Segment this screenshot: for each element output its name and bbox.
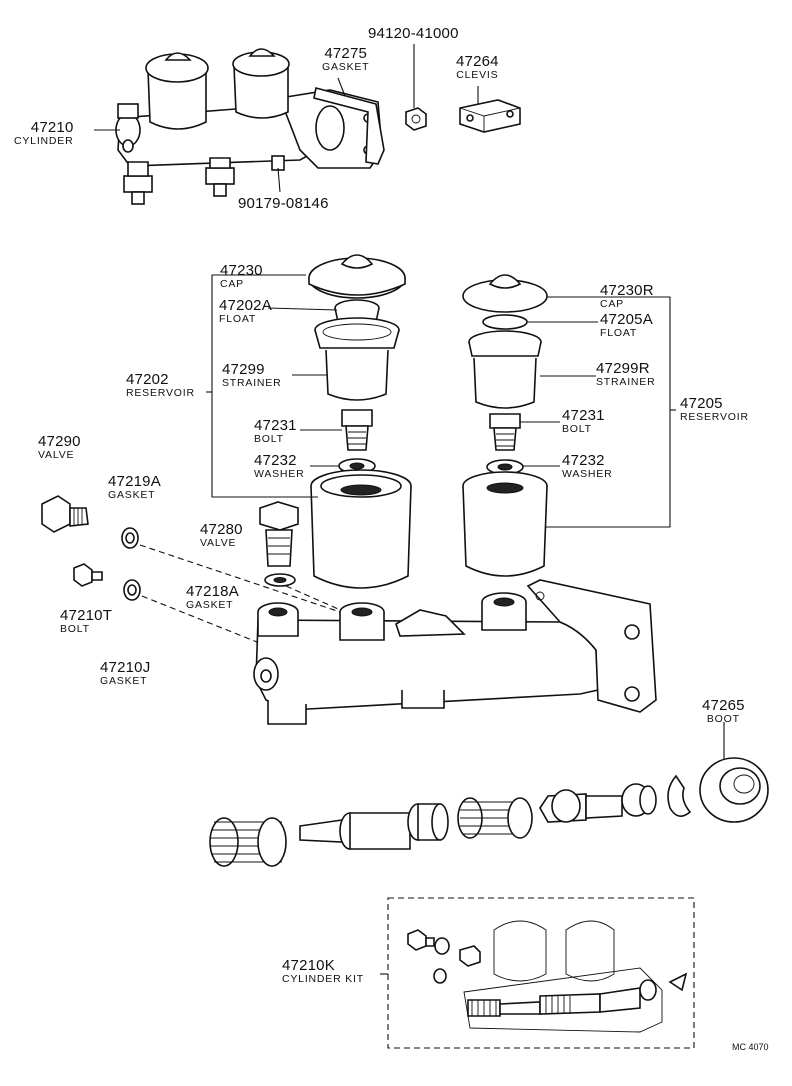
part-name: VALVE bbox=[38, 449, 75, 461]
part-name: GASKET bbox=[100, 675, 148, 687]
label-47205-reservoir: 47205 RESERVOIR bbox=[680, 396, 749, 423]
part-number: 47265 bbox=[702, 697, 745, 714]
label-47231-bolt-left: 47231 BOLT bbox=[254, 418, 297, 445]
label-47231-bolt-right: 47231 BOLT bbox=[562, 408, 605, 435]
part-name: RESERVOIR bbox=[680, 411, 749, 423]
label-47232-washer-right: 47232 WASHER bbox=[562, 453, 613, 480]
part-number: 47202A bbox=[219, 297, 272, 314]
part-name: WASHER bbox=[562, 468, 613, 480]
label-47210J-gasket: 47210J GASKET bbox=[100, 660, 150, 687]
part-number: 90179-08146 bbox=[238, 195, 329, 212]
part-name: BOLT bbox=[562, 423, 592, 435]
label-47275-gasket: 47275 GASKET bbox=[322, 46, 369, 73]
small-parts-drawing bbox=[41, 495, 299, 601]
label-47219A-gasket: 47219A GASKET bbox=[108, 474, 161, 501]
part-number: 47202 bbox=[126, 371, 169, 388]
nut-drawing bbox=[405, 107, 427, 131]
right-reservoir-drawing bbox=[462, 274, 548, 577]
part-name: RESERVOIR bbox=[126, 387, 195, 399]
part-name: BOLT bbox=[60, 623, 90, 635]
label-94120-41000: 94120-41000 bbox=[368, 26, 459, 41]
reservoir-leader-lines bbox=[206, 274, 676, 528]
top-leader-lines bbox=[94, 44, 479, 193]
cylinder-body-drawing bbox=[253, 579, 657, 725]
part-number: 47299R bbox=[596, 360, 650, 377]
assembly-dash-lines bbox=[139, 544, 346, 645]
part-name: CAP bbox=[600, 298, 624, 310]
label-90179-08146: 90179-08146 bbox=[238, 196, 329, 211]
part-number: 47205A bbox=[600, 311, 653, 328]
part-number: 47231 bbox=[562, 407, 605, 424]
piston-assembly-drawing bbox=[209, 722, 769, 867]
part-name: GASKET bbox=[186, 599, 234, 611]
assembled-cylinder-drawing bbox=[115, 48, 385, 205]
part-name: STRAINER bbox=[222, 377, 282, 389]
part-number: 47232 bbox=[562, 452, 605, 469]
part-number: 47210 bbox=[30, 119, 74, 136]
label-47265-boot: 47265 BOOT bbox=[702, 698, 745, 725]
label-47205A-float: 47205A FLOAT bbox=[600, 312, 653, 339]
part-number: 47275 bbox=[324, 45, 368, 62]
part-name: BOLT bbox=[254, 433, 284, 445]
part-number: 47205 bbox=[680, 395, 723, 412]
label-47202A-float: 47202A FLOAT bbox=[219, 298, 272, 325]
part-number: 47230R bbox=[600, 282, 654, 299]
label-47210T-bolt: 47210T BOLT bbox=[60, 608, 112, 635]
part-number: 47210T bbox=[60, 607, 113, 624]
part-name: CAP bbox=[220, 278, 244, 290]
part-number: 47230 bbox=[220, 262, 263, 279]
part-name: FLOAT bbox=[600, 327, 638, 339]
part-number: 47218A bbox=[186, 583, 239, 600]
part-number: 47280 bbox=[200, 521, 243, 538]
part-number: 47264 bbox=[456, 53, 499, 70]
label-47210-cylinder: 47210 CYLINDER bbox=[14, 120, 74, 147]
label-47299-strainer: 47299 STRAINER bbox=[222, 362, 282, 389]
label-47210K-cylinder-kit: 47210K CYLINDER KIT bbox=[282, 958, 364, 985]
part-number: 47299 bbox=[222, 361, 265, 378]
part-number: 47210J bbox=[100, 659, 151, 676]
label-47264-clevis: 47264 CLEVIS bbox=[456, 54, 499, 81]
part-name: WASHER bbox=[254, 468, 305, 480]
part-name: CLEVIS bbox=[456, 69, 499, 81]
label-47299R-strainer: 47299R STRAINER bbox=[596, 361, 656, 388]
left-reservoir-drawing bbox=[308, 254, 412, 589]
part-number: 47232 bbox=[254, 452, 297, 469]
cylinder-kit-box bbox=[380, 897, 695, 1049]
part-name: GASKET bbox=[322, 61, 370, 73]
part-name: STRAINER bbox=[596, 376, 656, 388]
part-name: BOOT bbox=[706, 713, 740, 725]
part-name: CYLINDER bbox=[14, 135, 74, 147]
label-47218A-gasket: 47218A GASKET bbox=[186, 584, 239, 611]
label-47290-valve: 47290 VALVE bbox=[38, 434, 81, 461]
label-47280-valve: 47280 VALVE bbox=[200, 522, 243, 549]
part-number: 47210K bbox=[282, 957, 335, 974]
label-47202-reservoir: 47202 RESERVOIR bbox=[126, 372, 195, 399]
part-number: 47231 bbox=[254, 417, 297, 434]
label-47232-washer-left: 47232 WASHER bbox=[254, 453, 305, 480]
clevis-drawing bbox=[459, 99, 521, 133]
part-number: 47219A bbox=[108, 473, 161, 490]
part-name: VALVE bbox=[200, 537, 237, 549]
part-name: CYLINDER KIT bbox=[282, 973, 364, 985]
figure-code: MC 4070 bbox=[732, 1042, 769, 1052]
label-47230-cap: 47230 CAP bbox=[220, 263, 263, 290]
part-name: FLOAT bbox=[219, 313, 257, 325]
label-47230R-cap: 47230R CAP bbox=[600, 283, 654, 310]
part-number: 94120-41000 bbox=[368, 25, 459, 42]
part-name: GASKET bbox=[108, 489, 156, 501]
part-number: 47290 bbox=[38, 433, 81, 450]
